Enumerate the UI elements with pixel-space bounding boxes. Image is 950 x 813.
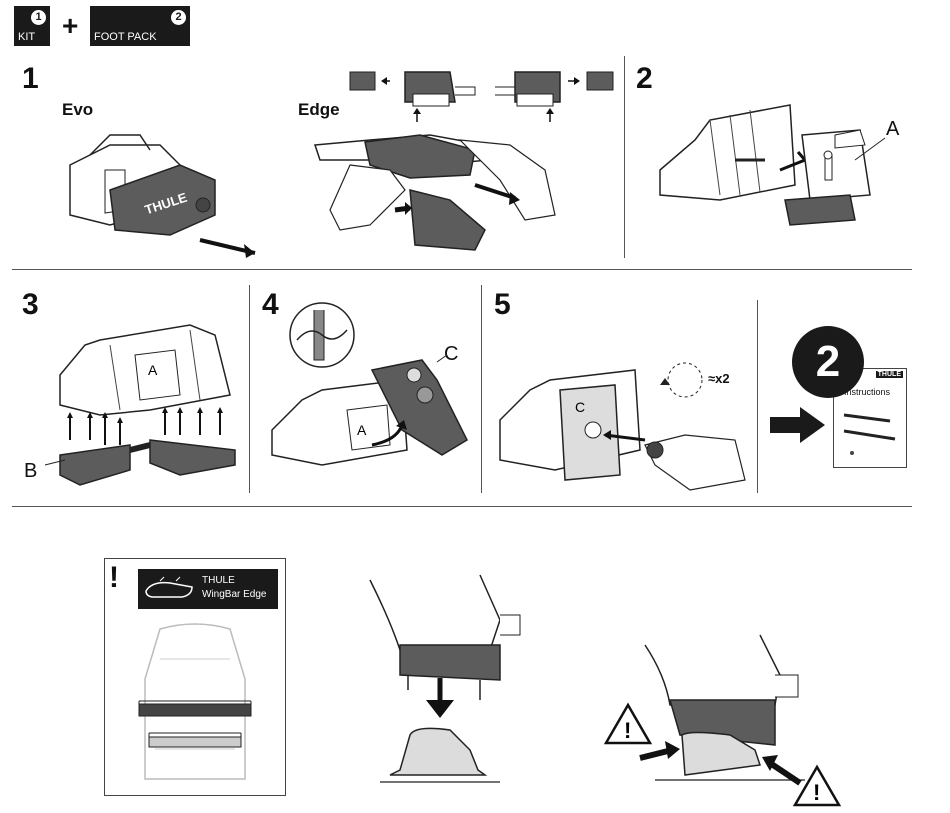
svg-text:C: C <box>575 399 585 415</box>
product-line-2: WingBar Edge <box>202 589 267 600</box>
divider-middle <box>12 506 912 507</box>
edge-label: Edge <box>298 100 340 119</box>
foot-placement-illustration <box>369 574 521 783</box>
svg-text:A: A <box>148 362 158 378</box>
kit-badge: 1 KIT <box>14 6 50 46</box>
car-top-view-illustration <box>138 623 252 780</box>
divider-step5-next <box>757 300 758 493</box>
next-step-number: 2 <box>815 337 841 386</box>
edge-foot-hands-illustration <box>313 134 556 251</box>
svg-text:!: ! <box>813 780 820 805</box>
booklet-brand: THULE <box>875 371 903 378</box>
kit-number: 1 <box>31 10 46 25</box>
callout-c: C <box>444 343 459 365</box>
step-5-number: 5 <box>494 288 511 321</box>
callout-b: B <box>24 460 38 482</box>
step-4-illustration: A <box>271 302 468 466</box>
svg-text:A: A <box>357 422 367 438</box>
repeat-count: x2 <box>715 371 730 386</box>
evo-foot-illustration: THULE <box>69 134 256 258</box>
foot-pack-number: 2 <box>171 10 186 25</box>
plus-sign: + <box>62 10 79 41</box>
kit-label: KIT <box>18 31 36 43</box>
foot-pack-label: FOOT PACK <box>94 31 157 43</box>
callout-a: A <box>886 118 900 140</box>
divider-step3-4 <box>249 285 250 493</box>
product-line-1: THULE <box>202 575 235 586</box>
repeat-label: ≈x2 <box>708 371 730 386</box>
product-label-box: THULE WingBar Edge <box>138 569 278 609</box>
step-4-number: 4 <box>262 288 279 321</box>
booklet-title: Instructions <box>844 387 891 397</box>
step-3-illustration: A <box>44 324 236 486</box>
foot-pack-badge: 2 FOOT PACK <box>90 6 190 46</box>
divider-step1-2 <box>624 56 625 258</box>
divider-top <box>12 269 912 270</box>
wingbar-profile-icon <box>145 576 193 598</box>
evo-label: Evo <box>62 100 94 119</box>
fitted-foot-warning-illustration: ! ! <box>603 634 842 807</box>
exclamation-mark: ! <box>109 561 119 594</box>
step-2-illustration <box>659 104 886 226</box>
step-3-number: 3 <box>22 288 39 321</box>
wingbar-panel: ! THULE WingBar Edge <box>104 558 286 796</box>
step-1-number: 1 <box>22 62 39 95</box>
step-5-illustration: C <box>499 362 746 491</box>
divider-step4-5 <box>481 285 482 493</box>
next-step-circle: 2 <box>792 326 864 398</box>
edge-end-caps-diagram <box>349 71 614 122</box>
next-arrow <box>770 407 825 443</box>
svg-text:!: ! <box>624 718 631 743</box>
step-2-number: 2 <box>636 62 653 95</box>
